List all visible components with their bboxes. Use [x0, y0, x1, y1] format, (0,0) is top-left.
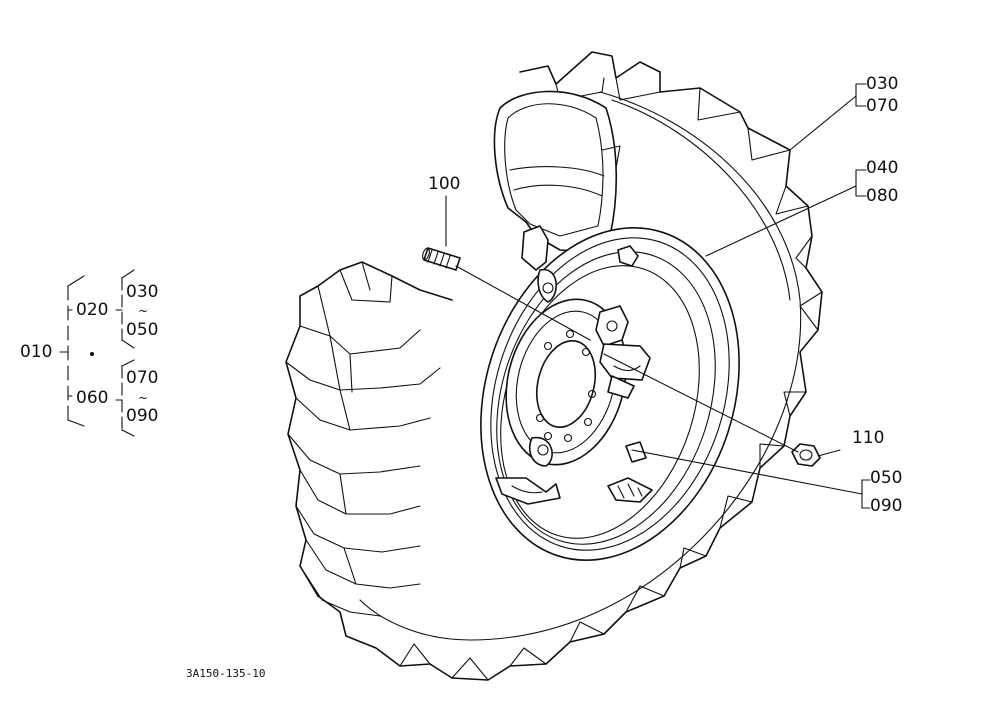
- tire-sidewall: [359, 91, 802, 641]
- tree-branch-a-from: 030: [126, 282, 159, 302]
- stud-bolt-part: [422, 247, 461, 271]
- tree-branch-020: 020: [76, 300, 109, 320]
- assembly-tree-lines: [59, 269, 135, 437]
- tree-branch-b-from: 070: [126, 368, 159, 388]
- tire-tread-left: [285, 261, 453, 617]
- callout-070: 070: [866, 96, 899, 116]
- drawing-code: 3A150-135-10: [186, 667, 266, 680]
- tree-branch-a-to: 050: [126, 320, 159, 340]
- tree-branch-b-sep: ~: [138, 391, 149, 405]
- tree-branch-a-sep: ~: [138, 304, 149, 318]
- callout-100: 100: [428, 174, 461, 194]
- callout-090: 090: [870, 496, 903, 516]
- hex-nut-part: [791, 443, 821, 467]
- callout-030: 030: [866, 74, 899, 94]
- tree-branch-060: 060: [76, 388, 109, 408]
- callout-050: 050: [870, 468, 903, 488]
- leader-lines: [445, 83, 871, 509]
- callout-080: 080: [866, 186, 899, 206]
- callout-040: 040: [866, 158, 899, 178]
- tree-root-010: 010: [20, 342, 53, 362]
- tire-tread-outer: [317, 51, 823, 681]
- tree-branch-b-to: 090: [126, 406, 159, 426]
- tire-cutaway-section: [493, 90, 621, 253]
- callout-110: 110: [852, 428, 885, 448]
